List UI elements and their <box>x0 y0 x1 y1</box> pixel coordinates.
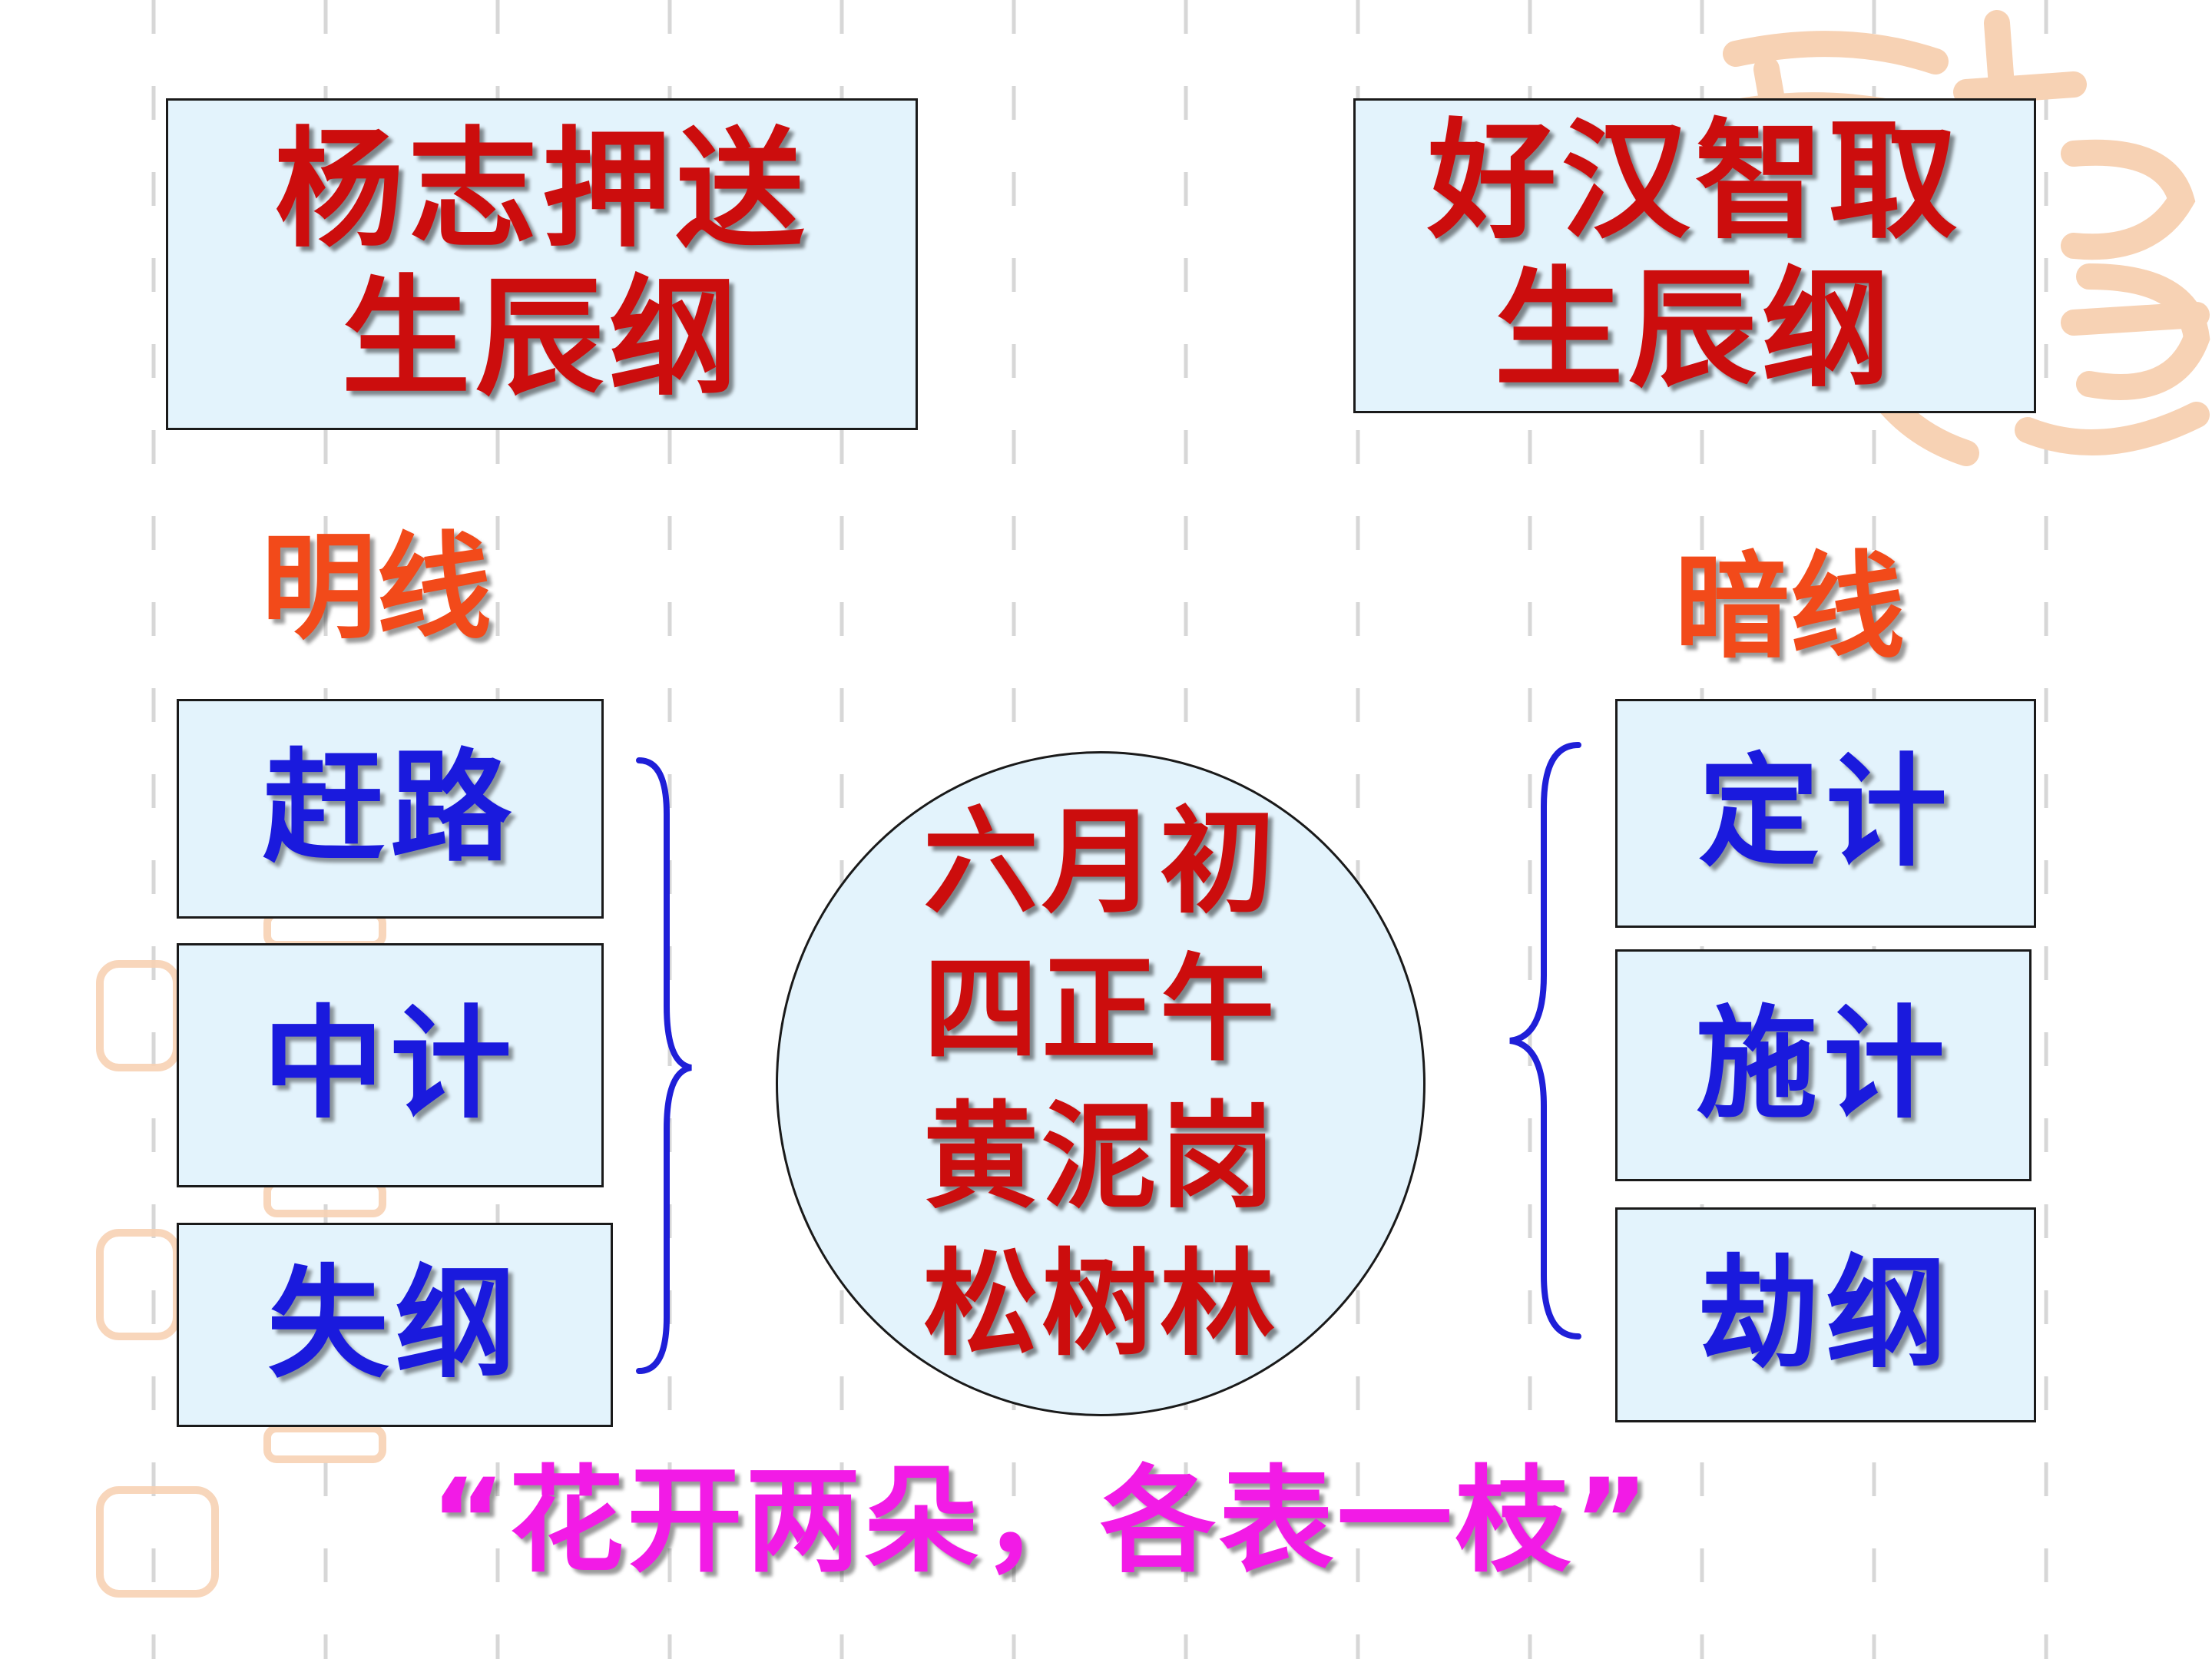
slogan-text: “花开两朵，各表一枝” <box>430 1455 1653 1588</box>
right-step-box: 劫纲 <box>1615 1207 2036 1422</box>
center-circle: 六月初 四正午 黄泥岗 松树林 <box>776 751 1426 1416</box>
right-step-box: 施计 <box>1615 949 2032 1181</box>
right-step-text: 施计 <box>1696 994 1951 1136</box>
circle-line: 四正午 <box>922 943 1278 1077</box>
left-step-box: 失纲 <box>177 1223 613 1427</box>
left-step-text: 中计 <box>263 994 518 1136</box>
title-right-line1: 好汉智取 <box>1427 105 1962 257</box>
left-step-box: 赶路 <box>177 699 604 919</box>
title-box-left: 杨志押送 生辰纲 <box>166 98 918 430</box>
circle-line: 松树林 <box>922 1238 1278 1372</box>
title-box-right: 好汉智取 生辰纲 <box>1353 98 2036 413</box>
right-curly-brace-icon <box>636 757 692 1374</box>
left-step-box: 中计 <box>177 943 604 1187</box>
title-right-line2: 生辰纲 <box>1494 254 1896 405</box>
left-curly-brace-icon <box>1509 742 1581 1339</box>
title-left-line1: 杨志押送 <box>274 114 810 265</box>
right-step-text: 劫纲 <box>1698 1243 1953 1386</box>
label-an-xian: 暗线 <box>1674 541 1906 674</box>
left-step-text: 赶路 <box>263 737 518 879</box>
right-step-box: 定计 <box>1615 699 2036 928</box>
label-ming-xian: 明线 <box>261 522 492 655</box>
circle-line: 六月初 <box>922 796 1278 929</box>
right-step-text: 定计 <box>1698 742 1953 884</box>
title-left-line2: 生辰纲 <box>341 263 743 413</box>
left-step-text: 失纲 <box>267 1253 522 1396</box>
circle-line: 黄泥岗 <box>922 1091 1278 1224</box>
